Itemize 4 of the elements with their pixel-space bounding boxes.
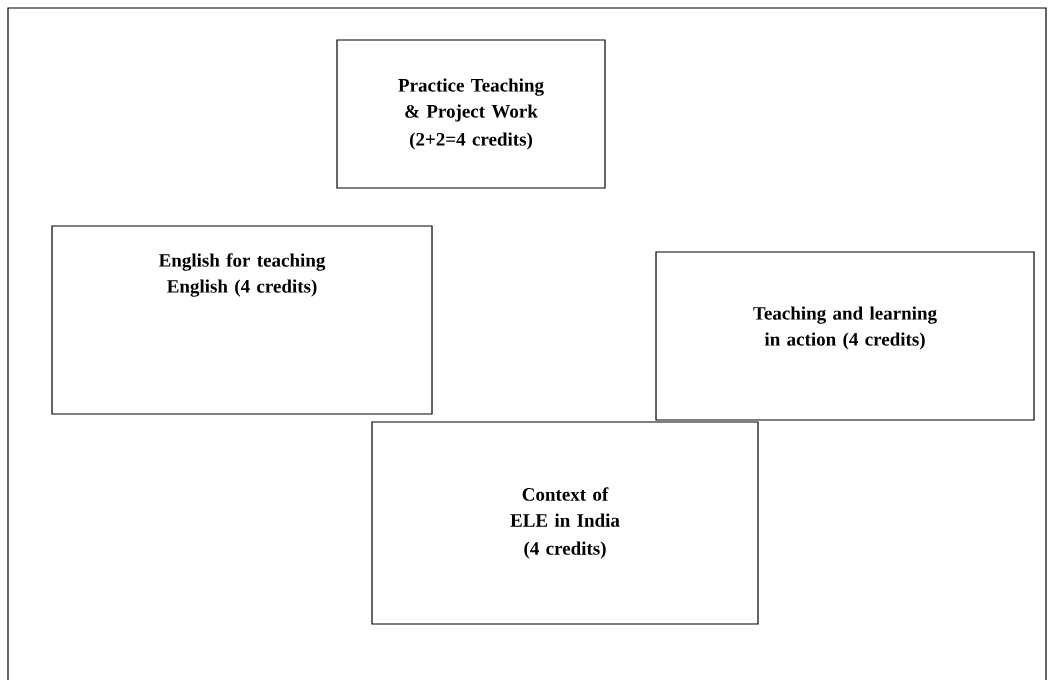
text-box: Context of ELE in India (4 credits) — [371, 421, 759, 625]
text-box: Teaching and learning in action (4 credits) — [655, 251, 1035, 421]
text-box: Practice Teaching & Project Work (2+2=4 credits) — [336, 39, 606, 189]
text-box: English for teaching English (4 credits) — [51, 225, 433, 415]
